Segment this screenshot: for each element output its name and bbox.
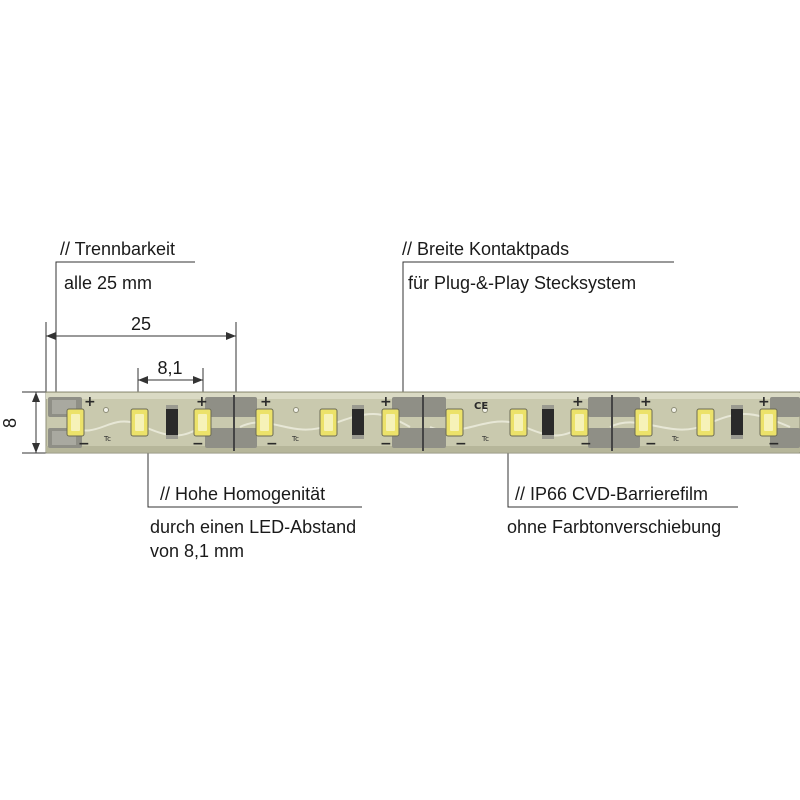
- trennbarkeit-title: // Trennbarkeit: [60, 239, 176, 259]
- dim25-arrow-right: [226, 332, 236, 340]
- leader-barrierefilm: [507, 438, 738, 508]
- vias: [103, 407, 677, 413]
- kontaktpads-title: // Breite Kontaktpads: [402, 239, 570, 259]
- dim8-arrow-bottom: [32, 443, 40, 453]
- resistors: [166, 405, 743, 439]
- contact-pad-group-4: [588, 395, 640, 451]
- silk-minus-6: −: [580, 436, 592, 452]
- silk-ce-mark: CE: [474, 401, 488, 412]
- silk-minus-2: −: [192, 436, 204, 452]
- silk-plus-3: +: [260, 394, 272, 410]
- silk-minus-3: −: [266, 436, 278, 452]
- barrierefilm-title: // IP66 CVD-Barrierefilm: [515, 484, 709, 504]
- silk-tc-3: Tc: [481, 435, 489, 443]
- dim81-label: 8,1: [157, 358, 182, 378]
- resistor-4: [731, 407, 743, 437]
- silk-tc-2: Tc: [291, 435, 299, 443]
- silk-tc-1: Tc: [103, 435, 111, 443]
- silk-plus-1: +: [84, 394, 96, 410]
- led-highlights: [71, 414, 773, 431]
- contact-pads: [48, 395, 800, 451]
- resistor-1: [166, 407, 178, 437]
- silk-minus-8: −: [768, 436, 780, 452]
- dim25-label: 25: [131, 314, 151, 334]
- silk-plus-6: +: [640, 394, 652, 410]
- homogenitaet-title: // Hohe Homogenität: [160, 484, 326, 504]
- contact-pad-group-3: [392, 395, 446, 451]
- silk-plus-4: +: [380, 394, 392, 410]
- silk-tc-4: Tc: [671, 435, 679, 443]
- dim25-arrow-left: [46, 332, 56, 340]
- kontaktpads-detail: für Plug-&-Play Stecksystem: [408, 273, 637, 293]
- dim8-label: 8: [0, 418, 20, 428]
- silk-plus-5: +: [572, 394, 584, 410]
- homogenitaet-detail-line1: durch einen LED-Abstand: [150, 517, 357, 537]
- leader-trennbarkeit: [55, 261, 195, 402]
- dim8-arrow-top: [32, 392, 40, 402]
- barrierefilm-detail: ohne Farbtonverschiebung: [507, 517, 722, 537]
- dim81-arrow-left: [138, 376, 148, 384]
- resistor-2: [352, 407, 364, 437]
- silk-minus-5: −: [455, 436, 467, 452]
- leader-homogenitaet: [147, 430, 362, 508]
- silk-minus-1: −: [78, 436, 90, 452]
- dim81-arrow-right: [193, 376, 203, 384]
- silk-minus-4: −: [380, 436, 392, 452]
- homogenitaet-detail-line2: von 8,1 mm: [150, 541, 245, 561]
- silk-minus-7: −: [645, 436, 657, 452]
- leader-kontaktpads: [402, 261, 674, 402]
- resistor-3: [542, 407, 554, 437]
- silk-plus-7: +: [758, 394, 770, 410]
- silk-plus-2: +: [196, 394, 208, 410]
- trennbarkeit-detail: alle 25 mm: [64, 273, 153, 293]
- contact-pad-group-2: [205, 395, 257, 451]
